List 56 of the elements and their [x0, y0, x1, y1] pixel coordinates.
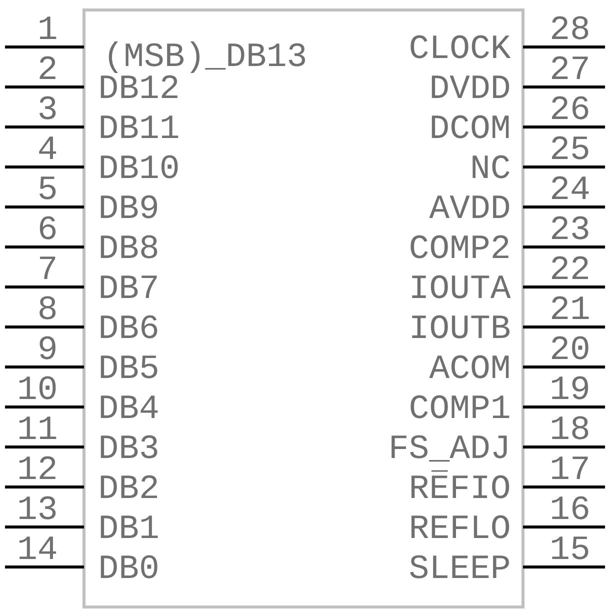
pin-number: 6 [40, 216, 56, 240]
pin-name: ACOM [429, 355, 509, 378]
pin-name: DB3 [100, 435, 158, 458]
pin-number: 16 [552, 496, 588, 520]
pin-name: (MSB)_DB13 [108, 41, 306, 74]
pin-number: 14 [19, 536, 56, 559]
pin-number: 15 [552, 536, 588, 560]
pin-name: IOUTA [412, 275, 511, 298]
pin-name: DB9 [100, 195, 158, 218]
pin-name: IOUTB [412, 315, 510, 338]
pin-number: 12 [19, 456, 56, 479]
pin-number: 13 [19, 496, 56, 520]
pin-number: 11 [19, 416, 56, 439]
pin-number: 4 [39, 136, 56, 159]
pin-name: DB12 [100, 75, 178, 98]
pin-name: DB4 [100, 396, 158, 418]
pin-number: 23 [552, 216, 588, 240]
pin-number: 8 [40, 296, 56, 320]
pin-name: DB11 [100, 116, 178, 138]
pin-name: DB1 [100, 516, 158, 538]
pin-name: COMP1 [410, 395, 510, 418]
pin-name: DB10 [100, 155, 178, 178]
pin-number: 10 [19, 376, 56, 400]
pin-name: REFLO [411, 515, 510, 538]
pin-number: 17 [552, 456, 588, 479]
pin-number: 9 [40, 336, 56, 360]
pin-name: FS_ADJ [392, 435, 507, 462]
pin-name: DB2 [100, 475, 157, 498]
pin-number: 1 [40, 16, 56, 39]
pin-name: DB8 [100, 235, 158, 258]
pin-name: AVDD [429, 196, 510, 218]
pin-number: 26 [552, 96, 588, 120]
pin-name: DB5 [100, 356, 158, 378]
pin-number: 21 [552, 296, 589, 319]
pin-number: 3 [40, 96, 56, 120]
pin-number: 27 [552, 56, 588, 79]
pin-number: 22 [552, 256, 588, 279]
pin-name: DB0 [100, 555, 158, 578]
pin-number: 2 [40, 56, 56, 79]
pin-number: 19 [552, 376, 588, 400]
pin-name: NC [472, 155, 510, 178]
pin-number: 25 [552, 136, 588, 160]
pin-number: 20 [552, 336, 588, 360]
pin-number: 18 [552, 416, 588, 440]
pin-name: REFIO [411, 470, 510, 498]
pin-name: COMP2 [410, 235, 508, 258]
pin-name: CLOCK [410, 35, 511, 58]
pin-number: 5 [40, 176, 56, 200]
pin-name: DCOM [432, 115, 509, 138]
pin-name: DB7 [100, 276, 157, 298]
pin-number: 24 [552, 176, 589, 199]
pin-name: DB6 [100, 315, 158, 338]
pin-name: DVDD [432, 76, 510, 98]
pin-number: 7 [40, 256, 56, 279]
pin-number: 28 [552, 16, 588, 40]
pin-name: SLEEP [410, 555, 509, 578]
